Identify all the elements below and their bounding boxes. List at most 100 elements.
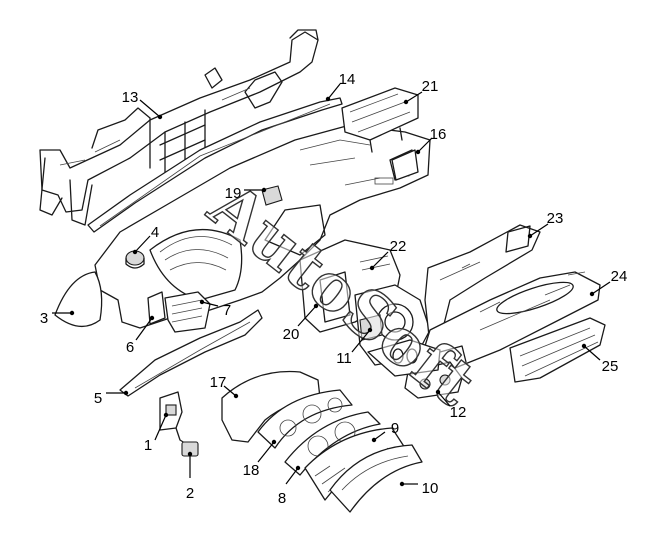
callout-leader-dot xyxy=(313,303,319,309)
callout-leader-line xyxy=(297,305,317,327)
callout-number: 3 xyxy=(40,310,48,327)
callout-number: 2 xyxy=(186,485,194,502)
callout-leader-dot xyxy=(403,99,409,105)
part-18-cluster-bezel xyxy=(257,389,353,449)
callout-leader-dot xyxy=(589,291,595,297)
callout-leader-dot xyxy=(157,114,163,120)
callout-leader-line xyxy=(135,317,153,341)
callout-number: 1 xyxy=(144,437,152,454)
callout-leader-line xyxy=(223,385,237,397)
callout-5: 5 xyxy=(94,390,129,407)
callout-number: 17 xyxy=(210,374,227,391)
callout-leader-dot xyxy=(435,389,441,395)
callout-leader-dot xyxy=(123,390,129,396)
part-3-end-cap xyxy=(54,271,103,327)
callout-leader-dot xyxy=(367,327,373,333)
part-19-clip xyxy=(261,185,283,206)
callout-leader-line xyxy=(257,441,275,463)
callout-leader-line xyxy=(139,99,161,118)
callout-leader-line xyxy=(417,137,433,153)
callout-leader-line xyxy=(591,281,611,295)
callout-24: 24 xyxy=(589,268,628,297)
callout-number: 19 xyxy=(225,185,242,202)
callout-3: 3 xyxy=(40,310,75,327)
callout-leader-dot xyxy=(527,233,533,239)
callout-leader-dot xyxy=(415,149,421,155)
callout-number: 18 xyxy=(243,462,260,479)
callout-14: 14 xyxy=(325,71,356,102)
part-21-passenger-airbag xyxy=(341,87,419,153)
callout-leader-line xyxy=(154,414,167,441)
callout-number: 10 xyxy=(422,480,439,497)
callout-22: 22 xyxy=(369,238,407,271)
callout-18: 18 xyxy=(243,439,277,479)
callout-21: 21 xyxy=(403,78,439,105)
callout-leader-dot xyxy=(261,187,267,193)
callout-leader-dot xyxy=(271,439,277,445)
callout-25: 25 xyxy=(581,343,619,375)
part-5-lower-trim xyxy=(119,309,263,397)
part-16-side-vent-panel xyxy=(391,149,419,181)
callout-19: 19 xyxy=(225,185,267,202)
dashboard-body xyxy=(94,124,431,329)
callout-leader-dot xyxy=(132,249,138,255)
callout-number: 24 xyxy=(611,268,628,285)
callout-7: 7 xyxy=(199,299,231,319)
callout-leader-line xyxy=(285,467,299,485)
callout-leader-line xyxy=(201,301,219,307)
callout-6: 6 xyxy=(126,315,155,356)
callout-leader-dot xyxy=(199,299,205,305)
callout-leader-dot xyxy=(149,315,155,321)
callout-4: 4 xyxy=(132,224,159,255)
callout-number: 4 xyxy=(151,224,159,241)
part-23-console-side-panel xyxy=(424,224,541,346)
callout-leader-dot xyxy=(581,343,587,349)
callout-number: 21 xyxy=(422,78,439,95)
callout-number: 23 xyxy=(547,210,564,227)
callout-leader-line xyxy=(529,223,549,237)
part-14-upper-trim-strip xyxy=(87,97,343,233)
callout-leader-line xyxy=(405,91,423,103)
callout-leader-line xyxy=(351,329,371,353)
callout-leader-dot xyxy=(371,437,377,443)
callout-number: 12 xyxy=(450,404,467,421)
callout-number: 25 xyxy=(602,358,619,375)
callout-leader-dot xyxy=(69,310,75,316)
callout-16: 16 xyxy=(415,126,447,155)
callout-number: 9 xyxy=(391,420,399,437)
callout-leader-dot xyxy=(233,393,239,399)
callout-number: 16 xyxy=(430,126,447,143)
callout-1: 1 xyxy=(144,412,169,454)
callout-13: 13 xyxy=(122,89,163,120)
callout-leader-line xyxy=(371,251,389,269)
callout-leader-dot xyxy=(163,412,169,418)
callout-leader-dot xyxy=(399,481,405,487)
callout-2: 2 xyxy=(186,451,194,502)
callout-23: 23 xyxy=(527,210,564,239)
callout-leader-dot xyxy=(369,265,375,271)
callout-number: 22 xyxy=(390,238,407,255)
callout-leader-dot xyxy=(325,96,331,102)
callout-10: 10 xyxy=(399,480,439,497)
part-25-glovebox xyxy=(509,317,606,383)
callout-leader-dot xyxy=(295,465,301,471)
callout-number: 11 xyxy=(336,350,352,367)
callout-number: 20 xyxy=(283,326,300,343)
callout-9: 9 xyxy=(371,420,399,443)
callout-number: 7 xyxy=(223,302,231,319)
callout-17: 17 xyxy=(210,374,239,399)
part-13-crossbeam xyxy=(39,29,319,226)
callout-leader-dot xyxy=(187,451,193,457)
callout-8: 8 xyxy=(278,465,301,507)
callout-number: 6 xyxy=(126,339,134,356)
callout-20: 20 xyxy=(283,303,319,343)
callout-number: 8 xyxy=(278,490,286,507)
callout-number: 14 xyxy=(339,71,356,88)
callout-leader-line xyxy=(437,391,451,407)
part-7-air-vent xyxy=(164,291,211,333)
callout-11: 11 xyxy=(336,327,373,367)
callout-leader-line xyxy=(583,345,601,361)
callout-leader-line xyxy=(327,83,341,100)
